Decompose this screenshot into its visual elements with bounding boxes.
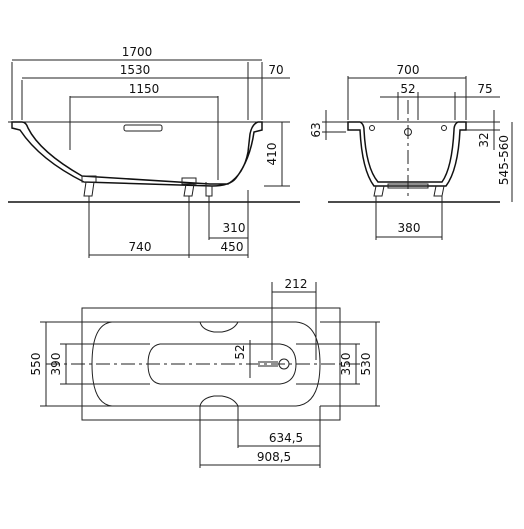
- dim-width-bottom: 390: [49, 353, 63, 376]
- foot-left: [373, 185, 385, 197]
- dim-width-outer: 550: [29, 353, 43, 376]
- dim-rim-right: 70: [268, 63, 283, 77]
- tub-side-body: [11, 121, 263, 187]
- dim-foot-spacing: 740: [129, 240, 152, 254]
- side-view: 1700 1530 70 1150 410 310 740 450: [8, 45, 300, 258]
- handle-bottom: [199, 395, 239, 407]
- end-view: 700 52 75 63 32 545-560 380: [309, 63, 513, 240]
- dim-rim-width: 75: [477, 82, 492, 96]
- dim-handle-offset-1: 634,5: [269, 431, 303, 445]
- tub-bottom: [147, 343, 297, 385]
- drain: [278, 358, 290, 370]
- foot-left: [81, 175, 97, 197]
- dim-width-total-right: 530: [359, 353, 373, 376]
- foot-right: [433, 185, 445, 197]
- dim-width-inner-right: 350: [339, 353, 353, 376]
- dim-overflow-height: 63: [309, 122, 323, 137]
- handle-slot: [123, 124, 163, 132]
- dim-length-inner: 1530: [120, 63, 151, 77]
- dim-handle-width: 212: [285, 277, 308, 291]
- dim-length-total: 1700: [122, 45, 153, 59]
- tub-inner-basin: [91, 321, 321, 407]
- dim-foot-width: 380: [398, 221, 421, 235]
- dim-foot-end: 450: [221, 240, 244, 254]
- dim-height: 410: [265, 143, 279, 166]
- dim-handle-offset-2: 908,5: [257, 450, 291, 464]
- foot-bar: [387, 183, 429, 189]
- foot-right: [181, 177, 197, 197]
- tub-end-body: [347, 121, 467, 187]
- handle-top: [199, 321, 239, 333]
- dim-width-inner: 700: [397, 63, 420, 77]
- dim-foot-offset: 310: [223, 221, 246, 235]
- dim-length-bottom: 1150: [129, 82, 160, 96]
- overflow-hole-left: [369, 125, 375, 131]
- dim-drain: 52: [233, 344, 247, 359]
- overflow-hole-right: [441, 125, 447, 131]
- dim-height-range: 545-560: [497, 135, 511, 185]
- dim-rim-drop: 32: [477, 132, 491, 147]
- top-view: 212 550 390 52 350 530 634,5 908,5: [29, 277, 380, 468]
- dim-drain-offset: 52: [400, 82, 415, 96]
